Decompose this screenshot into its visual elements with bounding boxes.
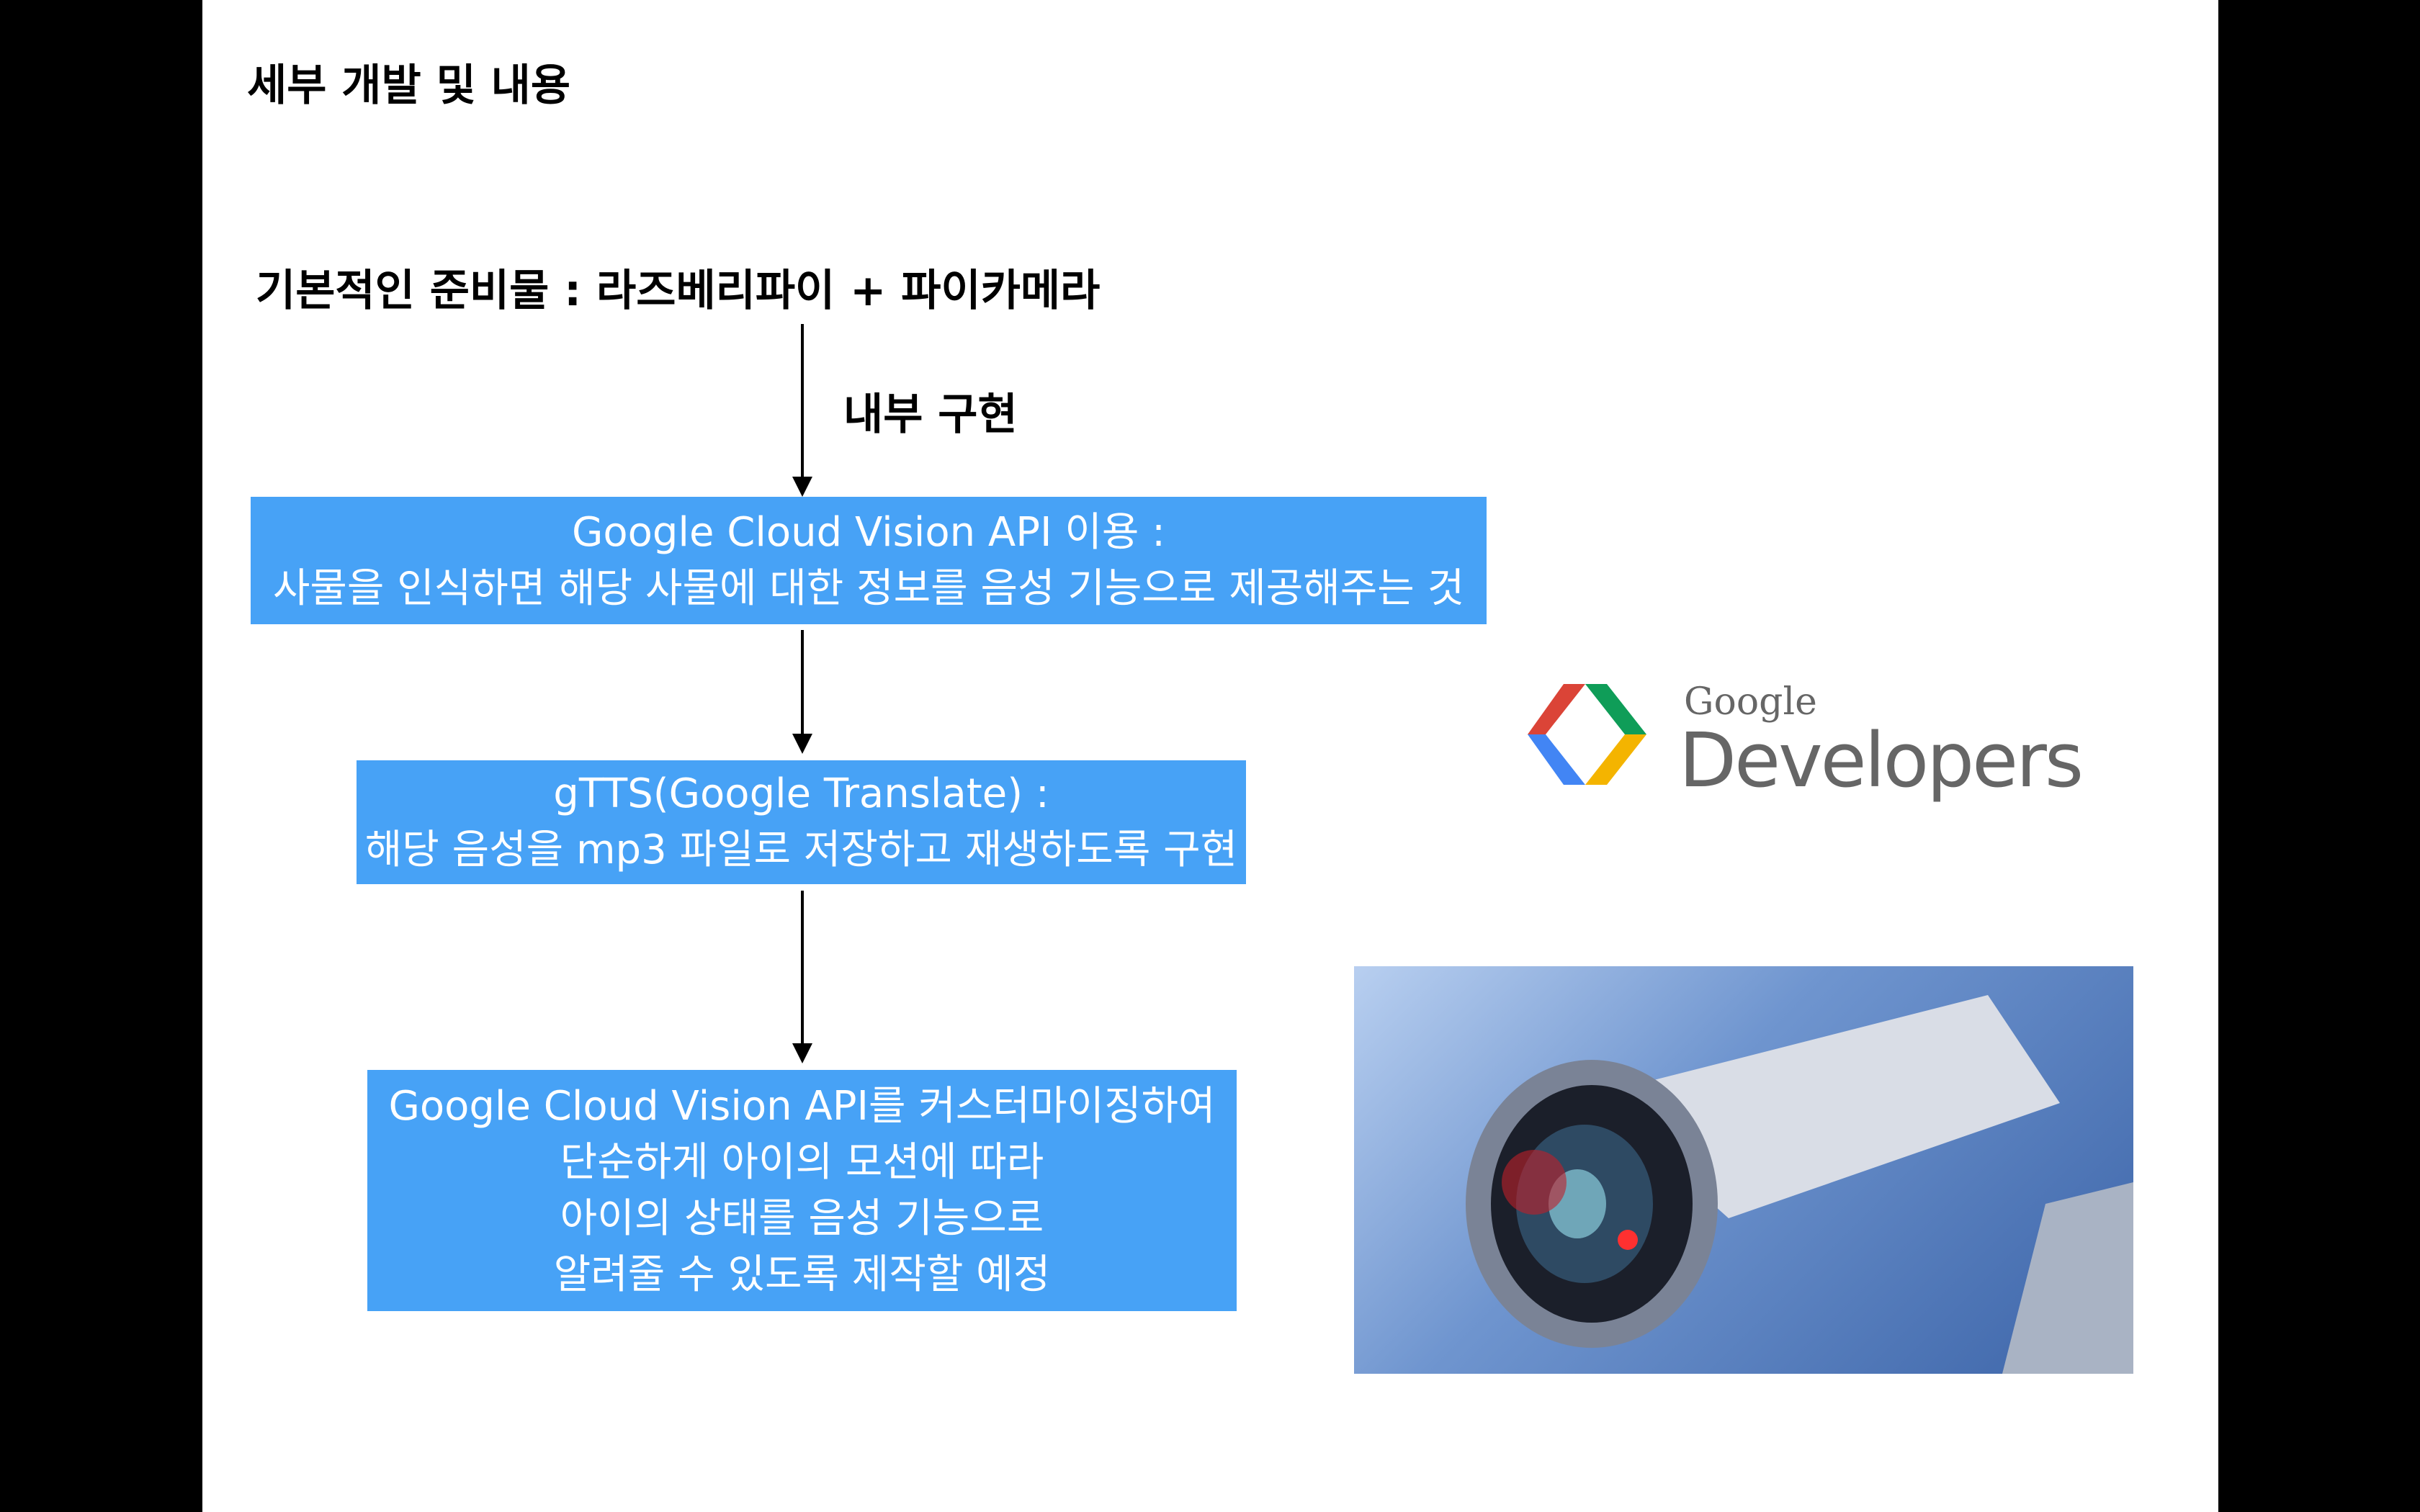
arrow-label: 내부 구현: [843, 390, 1018, 440]
arrow-down: [792, 324, 812, 497]
box-line: gTTS(Google Translate) :: [553, 770, 1049, 817]
arrow-down: [792, 891, 812, 1063]
developers-wordmark: Developers: [1679, 716, 2084, 804]
security-camera-icon: [1466, 995, 2133, 1374]
box-line: 사물을 인식하면 해당 사물에 대한 정보를 음성 기능으로 제공해주는 것: [272, 564, 1465, 612]
google-wordmark: Google: [1684, 680, 1817, 724]
box-vision-api: Google Cloud Vision API 이용 : 사물을 인식하면 해당…: [251, 497, 1487, 624]
box-custom-plan: Google Cloud Vision API를 커스터마이징하여 단순하게 아…: [367, 1070, 1237, 1311]
box-line: 단순하게 아이의 모션에 따라: [560, 1138, 1044, 1186]
box-line: Google Cloud Vision API를 커스터마이징하여: [388, 1082, 1216, 1130]
google-developers-logo-icon: [1528, 684, 1646, 785]
box-line: 해당 음성을 mp3 파일로 저장하고 재생하도록 구현: [364, 827, 1238, 873]
arrow-down: [792, 630, 812, 754]
box-line: Google Cloud Vision API 이용 :: [571, 508, 1166, 556]
slide: 세부 개발 및 내용 기본적인 준비물 : 라즈베리파이 + 파이카메라 내부 …: [202, 0, 2218, 1512]
box-line: 알려줄 수 있도록 제작할 예정: [553, 1251, 1051, 1298]
heading: 기본적인 준비물 : 라즈베리파이 + 파이카메라: [256, 266, 1101, 316]
box-gtts: gTTS(Google Translate) : 해당 음성을 mp3 파일로 …: [357, 760, 1246, 884]
security-camera-photo: [1354, 966, 2133, 1374]
slide-title: 세부 개발 및 내용: [247, 60, 571, 111]
box-line: 아이의 상태를 음성 기능으로: [560, 1194, 1044, 1242]
